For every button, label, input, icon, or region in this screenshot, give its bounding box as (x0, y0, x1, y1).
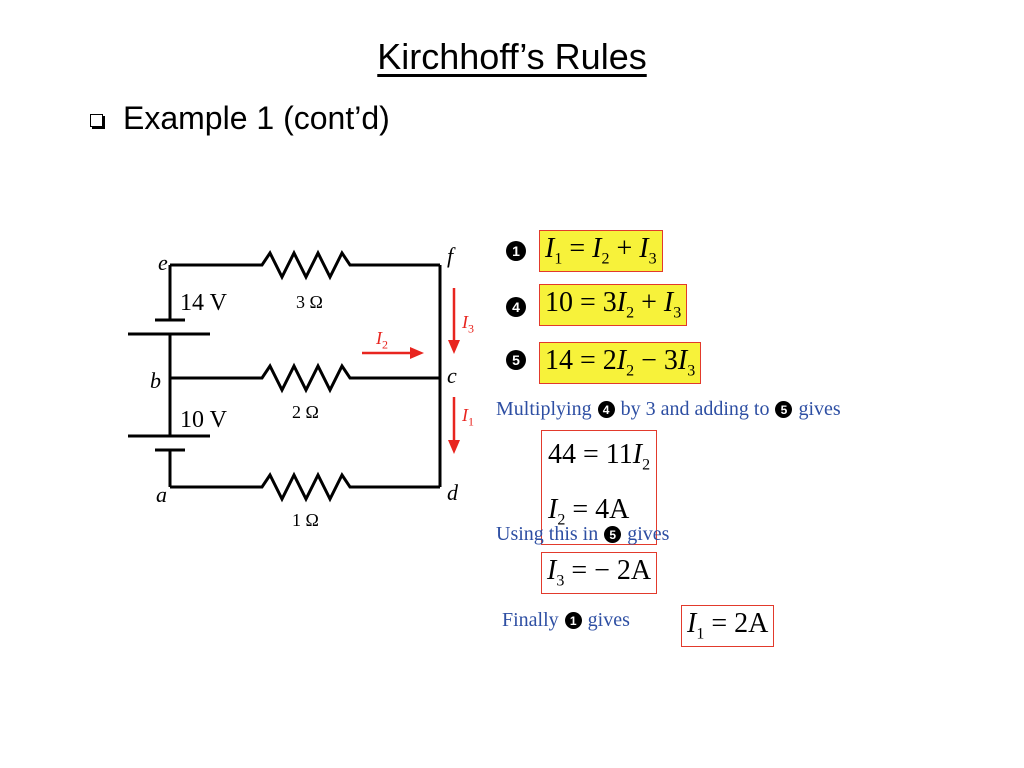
marker-5-icon: 5 (506, 350, 526, 370)
multiplying-step-text: Multiplying 4 by 3 and adding to 5 gives (496, 398, 841, 420)
resistor-1ohm-label: 1 Ω (292, 510, 319, 530)
resistor-3ohm-label: 3 Ω (296, 292, 323, 312)
equation-4: 10 = 3I2 + I3 (539, 284, 688, 326)
battery-10v-label: 10 V (180, 407, 227, 433)
marker-4-icon: 4 (597, 401, 615, 418)
equation-1: I1 = I2 + I3 (539, 230, 663, 272)
node-label-a: a (156, 482, 167, 507)
battery-14v-label: 14 V (180, 290, 227, 316)
result-line-i2: I2 = 4A (548, 493, 630, 529)
marker-5-icon: 5 (604, 526, 622, 543)
node-label-d: d (447, 480, 458, 505)
marker-5-icon: 5 (775, 401, 793, 418)
resistor-2ohm-label: 2 Ω (292, 402, 319, 422)
resistor-2ohm (170, 362, 440, 394)
result-box-i1: I1 = 2A (681, 605, 775, 647)
arrow-i1-head (448, 440, 460, 454)
node-label-c: c (447, 363, 457, 388)
current-label-i1: I1 (462, 405, 474, 429)
current-label-i2: I2 (376, 328, 388, 352)
current-label-i3: I3 (462, 312, 474, 336)
resistor-1ohm (170, 471, 440, 503)
marker-1-icon: 1 (506, 241, 526, 261)
result-box-i2: 44 = 11I2 I2 = 4A (541, 430, 658, 546)
finally-step-text: Finally 1 gives (502, 609, 630, 631)
result-line-44: 44 = 11I2 (548, 439, 651, 474)
marker-4-icon: 4 (506, 297, 526, 317)
arrow-i3-head (448, 340, 460, 354)
bullet-item: Example 1 (cont’d) (90, 100, 390, 137)
node-label-b: b (150, 368, 161, 393)
result-box-i3: I3 = − 2A (541, 552, 658, 594)
bullet-square-icon (90, 114, 103, 127)
equation-5: 14 = 2I2 − 3I3 (539, 342, 702, 384)
node-label-e: e (158, 250, 168, 275)
marker-1-icon: 1 (564, 612, 582, 629)
bullet-text: Example 1 (cont’d) (123, 100, 390, 136)
resistor-3ohm (170, 249, 440, 281)
slide-title: Kirchhoff’s Rules (377, 36, 647, 77)
using-step-text: Using this in 5 gives (496, 523, 670, 545)
node-label-f: f (447, 243, 454, 268)
arrow-i2-head (410, 347, 424, 359)
